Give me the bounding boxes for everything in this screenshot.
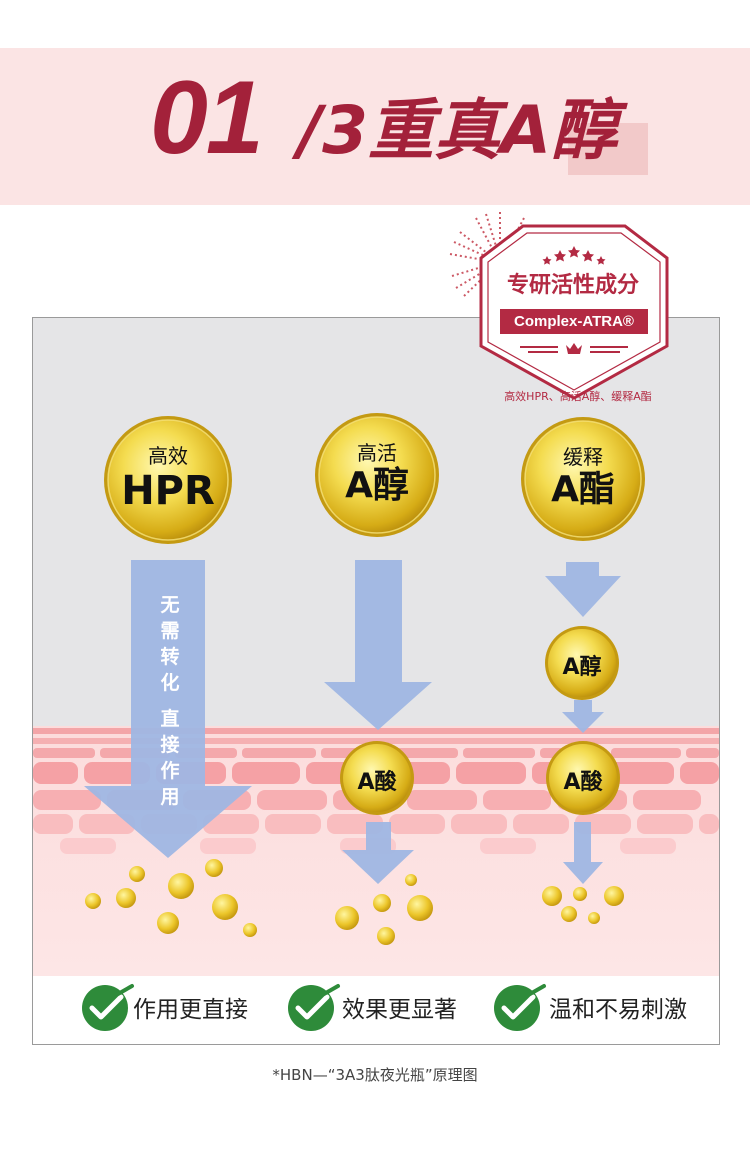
arrow-char: 用 <box>160 786 180 808</box>
arrow-char: 接 <box>160 734 180 756</box>
coin-hpr <box>104 416 232 544</box>
arrow-char: 作 <box>160 760 180 782</box>
badge-note: 高效HPR、高活A醇、缓释A酯 <box>504 390 652 403</box>
coin-alcohol-main: A醇 <box>345 465 409 506</box>
gold-droplets <box>85 859 624 945</box>
coin-alcohol-top: 高活 <box>357 441 397 465</box>
arrow-char: 需 <box>160 620 180 642</box>
benefit-effective: 效果更显著 <box>342 997 457 1023</box>
check-icon-3 <box>494 984 546 1031</box>
coin-hpr-top: 高效 <box>148 444 188 468</box>
header-accent-block <box>568 123 648 175</box>
sunburst <box>449 212 525 297</box>
arrow-char: 转 <box>160 646 180 668</box>
coin-alcohol <box>315 413 439 537</box>
mini-coin-acid-center-label: A酸 <box>357 770 397 795</box>
mini-coin-acid-center <box>340 741 414 815</box>
mini-coin-acid-right <box>546 741 620 815</box>
coin-ester-main: A酯 <box>551 469 615 510</box>
coin-ester <box>521 417 645 541</box>
mini-coin-alcohol-right <box>545 626 619 700</box>
coin-ester-top: 缓释 <box>563 445 603 469</box>
alcohol-arrow <box>324 560 432 730</box>
benefit-direct: 作用更直接 <box>133 997 248 1023</box>
check-icon-1 <box>82 984 134 1031</box>
arrow-char <box>155 696 185 706</box>
coin-ester-label: 缓释 A酯 <box>523 441 643 510</box>
check-icon-2 <box>288 984 340 1031</box>
hpr-arrow-text: 无 需 转 化 直 接 作 用 <box>155 592 185 810</box>
benefit-gentle: 温和不易刺激 <box>549 997 687 1023</box>
coin-hpr-main: HPR <box>121 468 215 514</box>
footnote: *HBN—“3A3肽夜光瓶”原理图 <box>272 1066 478 1084</box>
arrow-char: 无 <box>160 594 180 616</box>
mini-coin-acid-right-label: A酸 <box>563 770 603 795</box>
acid-arrow-right <box>563 822 603 884</box>
section-number: 01 <box>150 60 264 176</box>
ester-arrow-2 <box>562 700 604 733</box>
section-title: /3重真A醇 <box>298 92 618 169</box>
top-margin <box>0 0 750 48</box>
coin-hpr-label: 高效 HPR <box>108 440 228 513</box>
badge-subtitle: Complex-ATRA® <box>500 309 648 334</box>
badge-title: 专研活性成分 <box>506 273 639 298</box>
arrow-char: 直 <box>160 708 180 730</box>
coin-alcohol-label: 高活 A醇 <box>317 437 437 506</box>
arrow-char: 化 <box>160 672 180 694</box>
hpr-arrow <box>84 560 252 858</box>
ester-arrow <box>545 562 621 617</box>
mini-coin-alcohol-label: A醇 <box>562 655 602 680</box>
acid-arrow-center <box>342 822 414 884</box>
